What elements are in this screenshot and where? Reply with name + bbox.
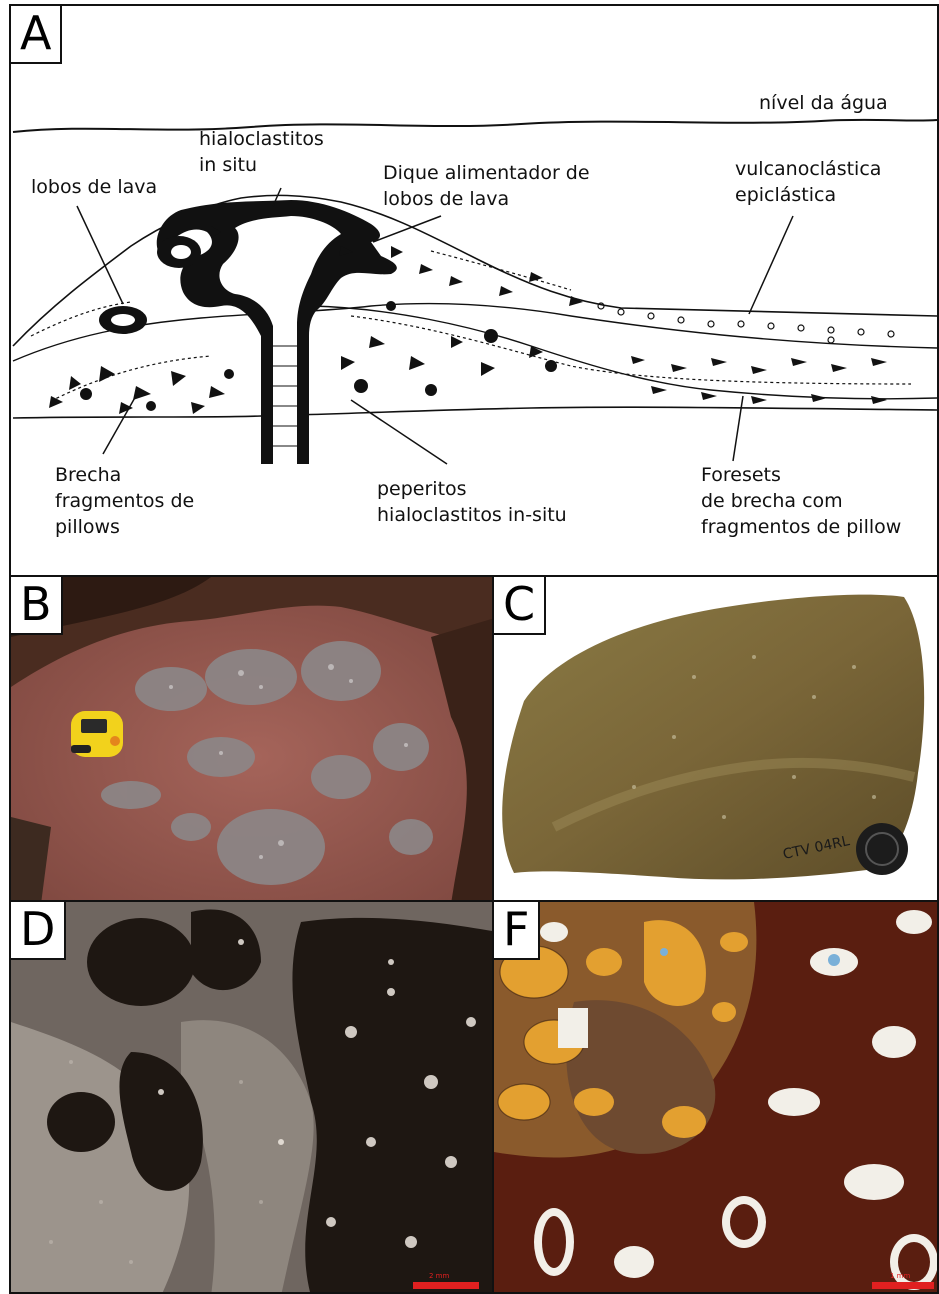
label-foresets: Foresets de brecha com fragmentos de pil… [701, 462, 901, 540]
panel-d-letter: D [9, 900, 66, 960]
panel-f: F 1 mm [492, 900, 939, 1294]
leader-feeder-dike [373, 216, 441, 242]
inner-layer-2 [311, 306, 937, 399]
label-peperite: peperitos hialoclastitos in-situ [377, 476, 567, 528]
panel-b: B [9, 575, 496, 902]
leader-volcaniclastic [749, 216, 793, 314]
leader-foresets [733, 396, 743, 461]
scale-label-f: 1 mm [890, 1272, 910, 1280]
label-hyaloclastite: hialoclastitos in situ [199, 126, 324, 178]
scale-label-d: 2 mm [429, 1272, 449, 1280]
thin-section-d [11, 902, 496, 1294]
panel-d: D 2 mm [9, 900, 496, 1294]
panel-c-letter: C [492, 575, 546, 635]
label-lava-lobes: lobos de lava [31, 174, 157, 200]
leader-lava-lobes [77, 206, 123, 304]
rock-sample-photo: CTV 04RL [494, 577, 939, 902]
measuring-tape [71, 711, 123, 757]
dotted-layer-3 [351, 316, 911, 384]
scale-bar-f [872, 1282, 934, 1289]
panel-c: CTV 04RL C [492, 575, 939, 902]
panel-a: A [9, 4, 939, 577]
dotted-layer-2 [51, 356, 211, 401]
label-water-level: nível da água [759, 90, 888, 116]
panel-f-letter: F [492, 900, 540, 960]
thin-section-f [494, 902, 939, 1294]
label-volcaniclastic: vulcanoclástica epiclástica [735, 156, 881, 208]
scale-bar-d [413, 1282, 479, 1289]
outcrop-photo [11, 577, 496, 902]
label-breccia: Brecha fragmentos de pillows [55, 462, 194, 540]
leader-peperite [351, 400, 447, 464]
coin [856, 823, 908, 875]
water-level-line [13, 120, 937, 132]
leader-breccia [103, 394, 137, 454]
panel-a-letter: A [9, 4, 62, 64]
label-feeder-dike: Dique alimentador de lobos de lava [383, 160, 590, 212]
panel-b-letter: B [9, 575, 63, 635]
